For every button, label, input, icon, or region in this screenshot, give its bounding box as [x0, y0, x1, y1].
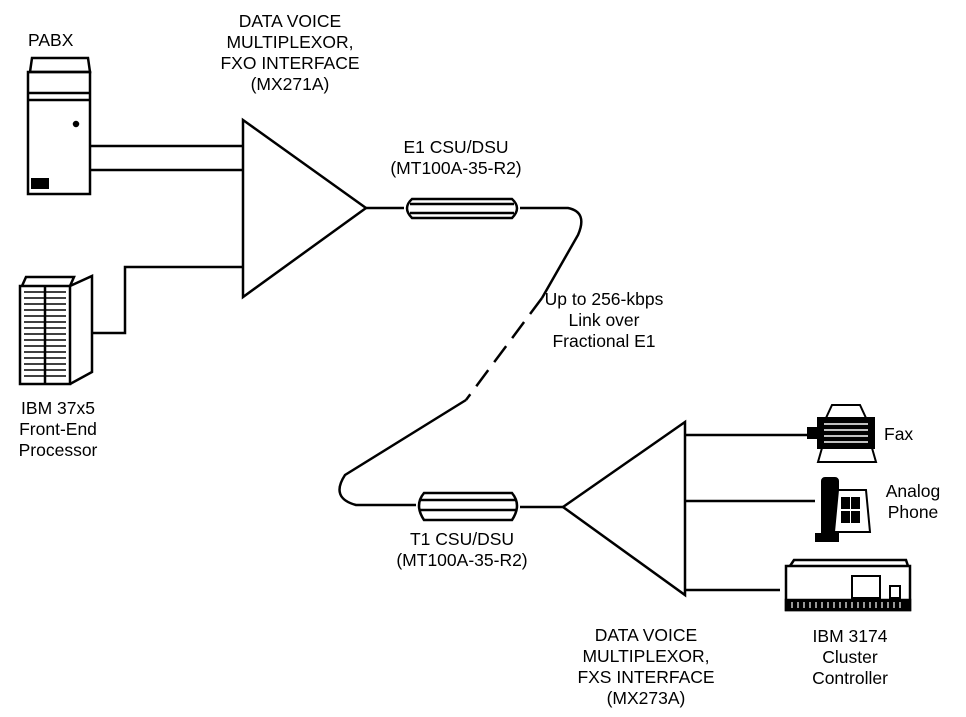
controller-label: IBM 3174 Cluster Controller: [812, 626, 888, 689]
link-line-3: Fractional E1: [545, 331, 664, 352]
phone-line-1: Analog: [886, 481, 941, 502]
link-line-2: Link over: [545, 310, 664, 331]
bottom-mux-line-2: MULTIPLEXOR,: [577, 646, 714, 667]
fep-line-1: IBM 37x5: [19, 398, 98, 419]
fep-link: [92, 267, 243, 333]
pabx-label: PABX: [28, 30, 73, 51]
top-mux-line-2: MULTIPLEXOR,: [220, 32, 359, 53]
top-mux-line-4: (MX271A): [220, 74, 359, 95]
phone-line-2: Phone: [886, 502, 941, 523]
fax-label: Fax: [884, 424, 913, 445]
t1-csu-label: T1 CSU/DSU (MT100A-35-R2): [396, 529, 527, 571]
bottom-mux-line-3: FXS INTERFACE: [577, 667, 714, 688]
wan-link-dashed: [466, 298, 542, 400]
controller-line-3: Controller: [812, 668, 888, 689]
fep-line-2: Front-End: [19, 419, 98, 440]
bottom-multiplexor-triangle: [563, 422, 685, 595]
e1-csu-line-2: (MT100A-35-R2): [390, 158, 521, 179]
e1-csu-label: E1 CSU/DSU (MT100A-35-R2): [390, 137, 521, 179]
top-mux-line-1: DATA VOICE: [220, 11, 359, 32]
fax-icon: [808, 405, 876, 462]
controller-line-2: Cluster: [812, 647, 888, 668]
top-mux-line-3: FXO INTERFACE: [220, 53, 359, 74]
front-end-processor-icon: [20, 276, 92, 384]
top-multiplexor-label: DATA VOICE MULTIPLEXOR, FXO INTERFACE (M…: [220, 11, 359, 95]
pabx-label-line: PABX: [28, 30, 73, 51]
controller-line-1: IBM 3174: [812, 626, 888, 647]
pabx-icon: [28, 58, 90, 194]
bottom-mux-line-1: DATA VOICE: [577, 625, 714, 646]
e1-csu-dsu-icon: [407, 199, 517, 218]
link-label: Up to 256-kbps Link over Fractional E1: [545, 289, 664, 352]
t1-csu-line-2: (MT100A-35-R2): [396, 550, 527, 571]
bottom-multiplexor-label: DATA VOICE MULTIPLEXOR, FXS INTERFACE (M…: [577, 625, 714, 709]
t1-csu-line-1: T1 CSU/DSU: [396, 529, 527, 550]
top-multiplexor-triangle: [243, 120, 366, 297]
fep-line-3: Processor: [19, 440, 98, 461]
fep-label: IBM 37x5 Front-End Processor: [19, 398, 98, 461]
phone-icon: [816, 478, 870, 541]
fax-label-line: Fax: [884, 424, 913, 445]
cluster-controller-icon: [786, 560, 910, 610]
phone-label: Analog Phone: [886, 481, 941, 523]
wan-link-lower: [340, 400, 466, 505]
t1-csu-dsu-icon: [419, 493, 517, 520]
link-line-1: Up to 256-kbps: [545, 289, 664, 310]
bottom-mux-line-4: (MX273A): [577, 688, 714, 709]
wan-link-upper: [520, 208, 581, 298]
e1-csu-line-1: E1 CSU/DSU: [390, 137, 521, 158]
